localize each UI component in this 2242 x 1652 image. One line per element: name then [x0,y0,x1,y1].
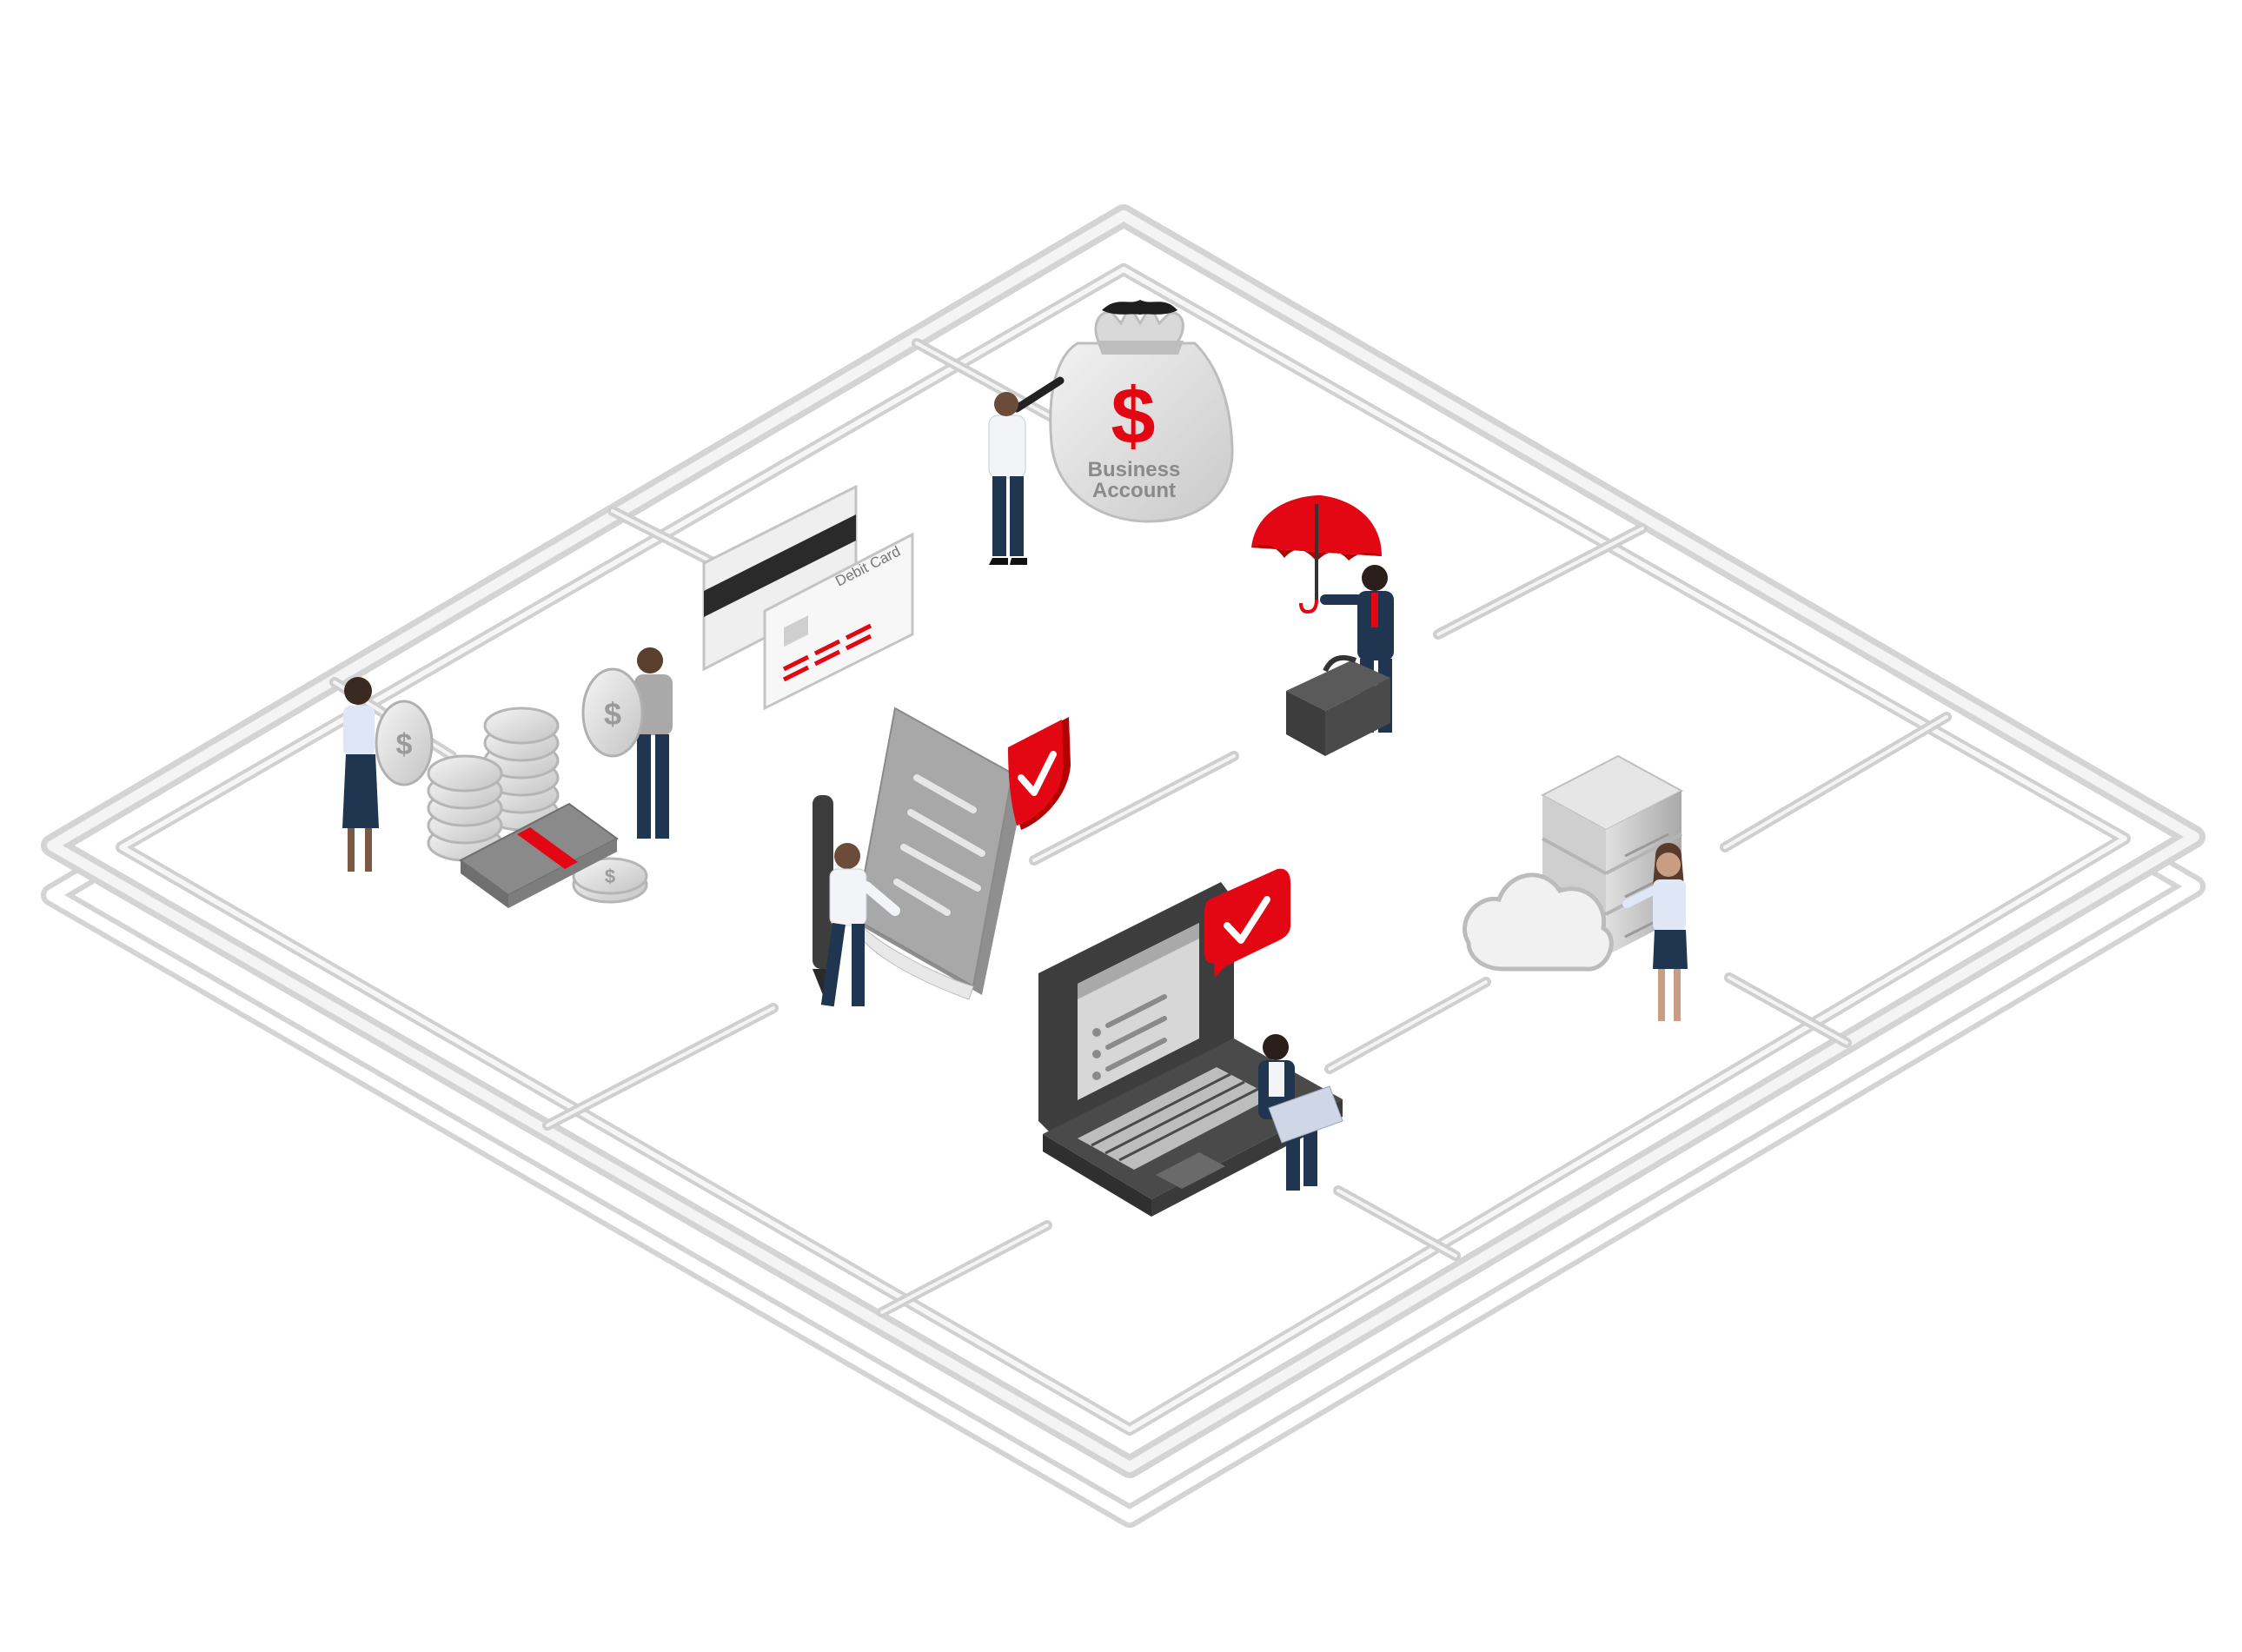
coin-held-dollar: $ [396,728,413,761]
money-bag-icon: $ Business Account [1049,300,1234,523]
platform-outer-rail-highlight [47,210,2199,1472]
platform [41,204,2206,1528]
coin-held-dollar-2: $ [604,696,621,732]
person-man-pen [820,843,900,1007]
briefcase-icon [1286,655,1390,756]
person-man-laptop [1258,1034,1343,1191]
cash-bundle-icon [459,802,619,908]
laptop-icon [1038,882,1343,1217]
platform-inner-rail-highlight [119,267,2127,1432]
person-woman-coin: $ [342,677,434,872]
notification-check-badge-icon [1204,868,1290,978]
coin-dollar-sign: $ [605,866,615,887]
shield-check-icon [1008,717,1071,830]
debit-card-icon: Debit Card [702,484,914,711]
person-woman-server [1622,843,1688,1021]
money-bag-label-line2: Account [1092,479,1176,502]
umbrella-icon [1251,495,1382,614]
money-bag-label-line1: Business [1088,458,1181,481]
document-icon [854,707,1025,1000]
cloud-icon [1462,872,1614,972]
telescope-icon [1012,376,1065,413]
money-bag-dollar-sign: $ [1111,372,1155,461]
person-telescope [988,376,1065,565]
divider-rails-highlight [333,342,1948,1314]
person-man-coin: $ [581,647,673,839]
